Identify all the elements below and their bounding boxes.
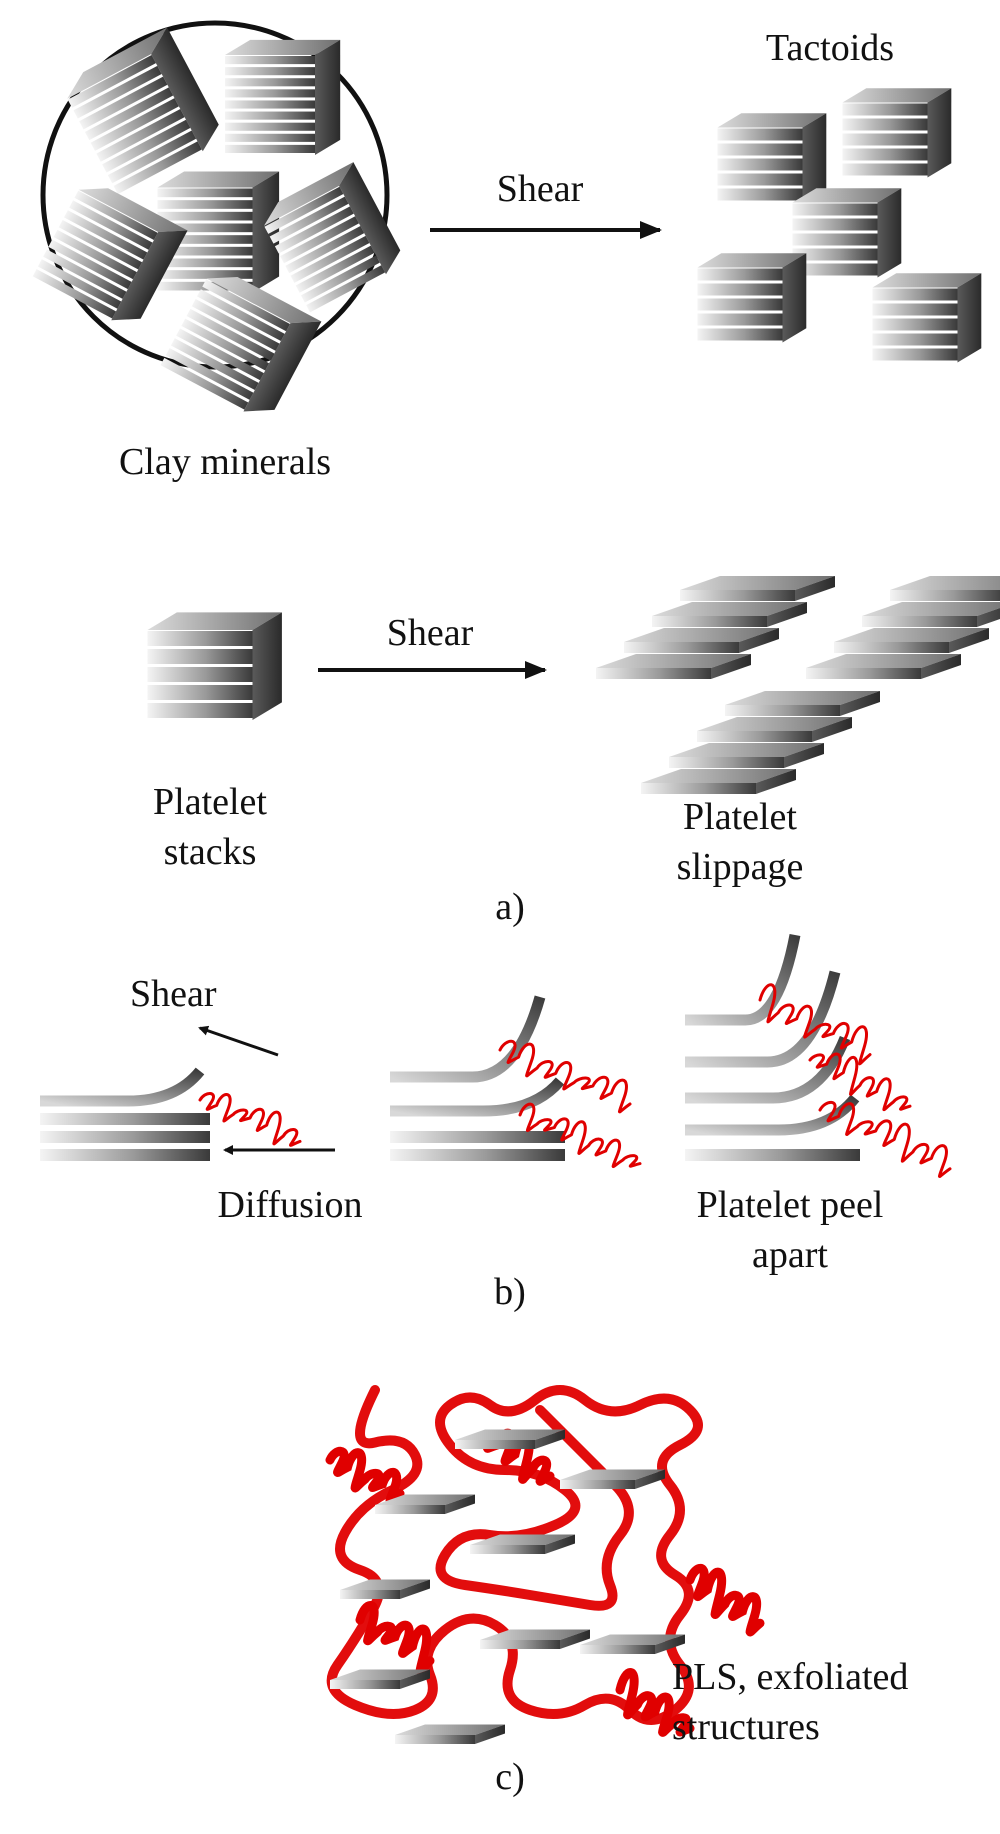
exfoliated-structure-group	[325, 1385, 765, 1744]
clay-minerals-group	[32, 20, 401, 412]
exfoliated-platelet-6	[480, 1629, 590, 1649]
exfoliated-polymer-loop-1	[325, 1446, 405, 1506]
stage3-bar-curved-4	[685, 933, 801, 1026]
platelet-slippage-label-2: slippage	[676, 846, 804, 888]
exfoliated-label-1: PLS, exfoliated	[672, 1656, 909, 1698]
tactoid-5	[872, 273, 982, 363]
stage1-bar-1	[40, 1113, 210, 1125]
panel-c-tag: c)	[495, 1756, 525, 1798]
tactoid-3	[792, 188, 902, 278]
stage1-bar-curved	[40, 1067, 205, 1107]
stage2-bar-curved-1	[390, 1077, 565, 1117]
stage3-bar-curved-3	[685, 970, 841, 1068]
platelet-slippage-label-1: Platelet	[683, 796, 797, 838]
slip-group-1-slab-2	[652, 602, 807, 627]
slip-group-2	[806, 576, 1000, 679]
stage2-polymer-2	[518, 1102, 642, 1169]
slip-group-1-slab-4	[596, 654, 751, 679]
stage2-bar-curved-2	[390, 995, 546, 1083]
tactoids-group	[697, 88, 982, 363]
exfoliated-platelet-2	[375, 1494, 475, 1514]
diffusion-label: Diffusion	[217, 1184, 363, 1226]
slip-group-2-slab-2	[862, 602, 1000, 627]
clay-stack-5	[264, 162, 401, 313]
slip-group-2-slab-3	[834, 628, 989, 653]
panel-b-tag: b)	[494, 1271, 526, 1313]
exfoliated-platelet-4	[470, 1534, 575, 1554]
peel-apart-label-1: Platelet peel	[696, 1184, 884, 1226]
shear-label-b: Shear	[130, 973, 217, 1015]
clay-stack-2	[225, 39, 341, 155]
peel-apart-group	[40, 933, 952, 1178]
platelet-stacks-label-1: Platelet	[153, 781, 267, 823]
stage3-polymer-1	[758, 983, 872, 1066]
tactoids-label: Tactoids	[765, 27, 895, 69]
slip-group-2-slab-4	[806, 654, 961, 679]
stage1-bar-3	[40, 1149, 210, 1161]
exfoliated-platelet-7	[330, 1669, 430, 1689]
tactoid-2	[842, 88, 952, 178]
stage3-bar-1	[685, 1149, 860, 1161]
stage2-bar-1	[390, 1131, 565, 1143]
slip-group-1-slab-3	[624, 628, 779, 653]
slip-group-1	[596, 576, 835, 679]
exfoliated-platelet-1	[455, 1429, 565, 1449]
stage3-polymer-3	[818, 1100, 952, 1178]
platelet-stack	[147, 612, 282, 720]
slip-group-3-slab-1	[725, 691, 880, 716]
clay-stack-1	[67, 27, 219, 195]
slip-group-1-slab-1	[680, 576, 835, 601]
slip-group-3-slab-2	[697, 717, 852, 742]
peel-apart-label-2: apart	[752, 1234, 828, 1276]
stage3-polymer-2	[808, 1052, 912, 1112]
panel-a-tag: a)	[495, 886, 525, 928]
slip-group-3-slab-4	[641, 769, 796, 794]
stage1-bar-2	[40, 1131, 210, 1143]
shear-label-mid: Shear	[386, 612, 474, 654]
stage2-bar-2	[390, 1149, 565, 1161]
exfoliated-polymer-loop-4	[615, 1668, 695, 1737]
shear-label-top: Shear	[496, 168, 584, 210]
shear-arrow-small	[198, 1025, 279, 1057]
exfoliated-platelet-3	[560, 1469, 665, 1489]
tactoid-1	[717, 113, 827, 203]
exfoliated-platelet-5	[340, 1579, 430, 1599]
clay-minerals-label: Clay minerals	[118, 441, 332, 483]
platelet-slippage-group	[596, 576, 1000, 794]
exfoliated-platelet-9	[395, 1724, 505, 1744]
platelet-stack-group	[147, 612, 282, 720]
tactoid-4	[697, 253, 807, 343]
exfoliated-polymer-loop-3	[355, 1601, 435, 1676]
exfoliated-polymer-chain	[326, 1385, 703, 1725]
stage3-bar-curved-2	[685, 1035, 851, 1104]
exfoliated-label-2: structures	[672, 1706, 820, 1748]
exfoliated-platelet-8	[580, 1634, 685, 1654]
exfoliated-polymer-loop-2	[685, 1563, 765, 1637]
stage2-polymer-1	[498, 1039, 632, 1114]
clay-stack-4	[32, 188, 188, 321]
clay-stack-6	[160, 276, 322, 412]
slip-group-3	[641, 691, 880, 794]
slip-group-3-slab-3	[669, 743, 824, 768]
stage1-polymer	[198, 1091, 302, 1147]
slip-group-2-slab-1	[890, 576, 1000, 601]
platelet-stacks-label-2: stacks	[163, 831, 257, 873]
